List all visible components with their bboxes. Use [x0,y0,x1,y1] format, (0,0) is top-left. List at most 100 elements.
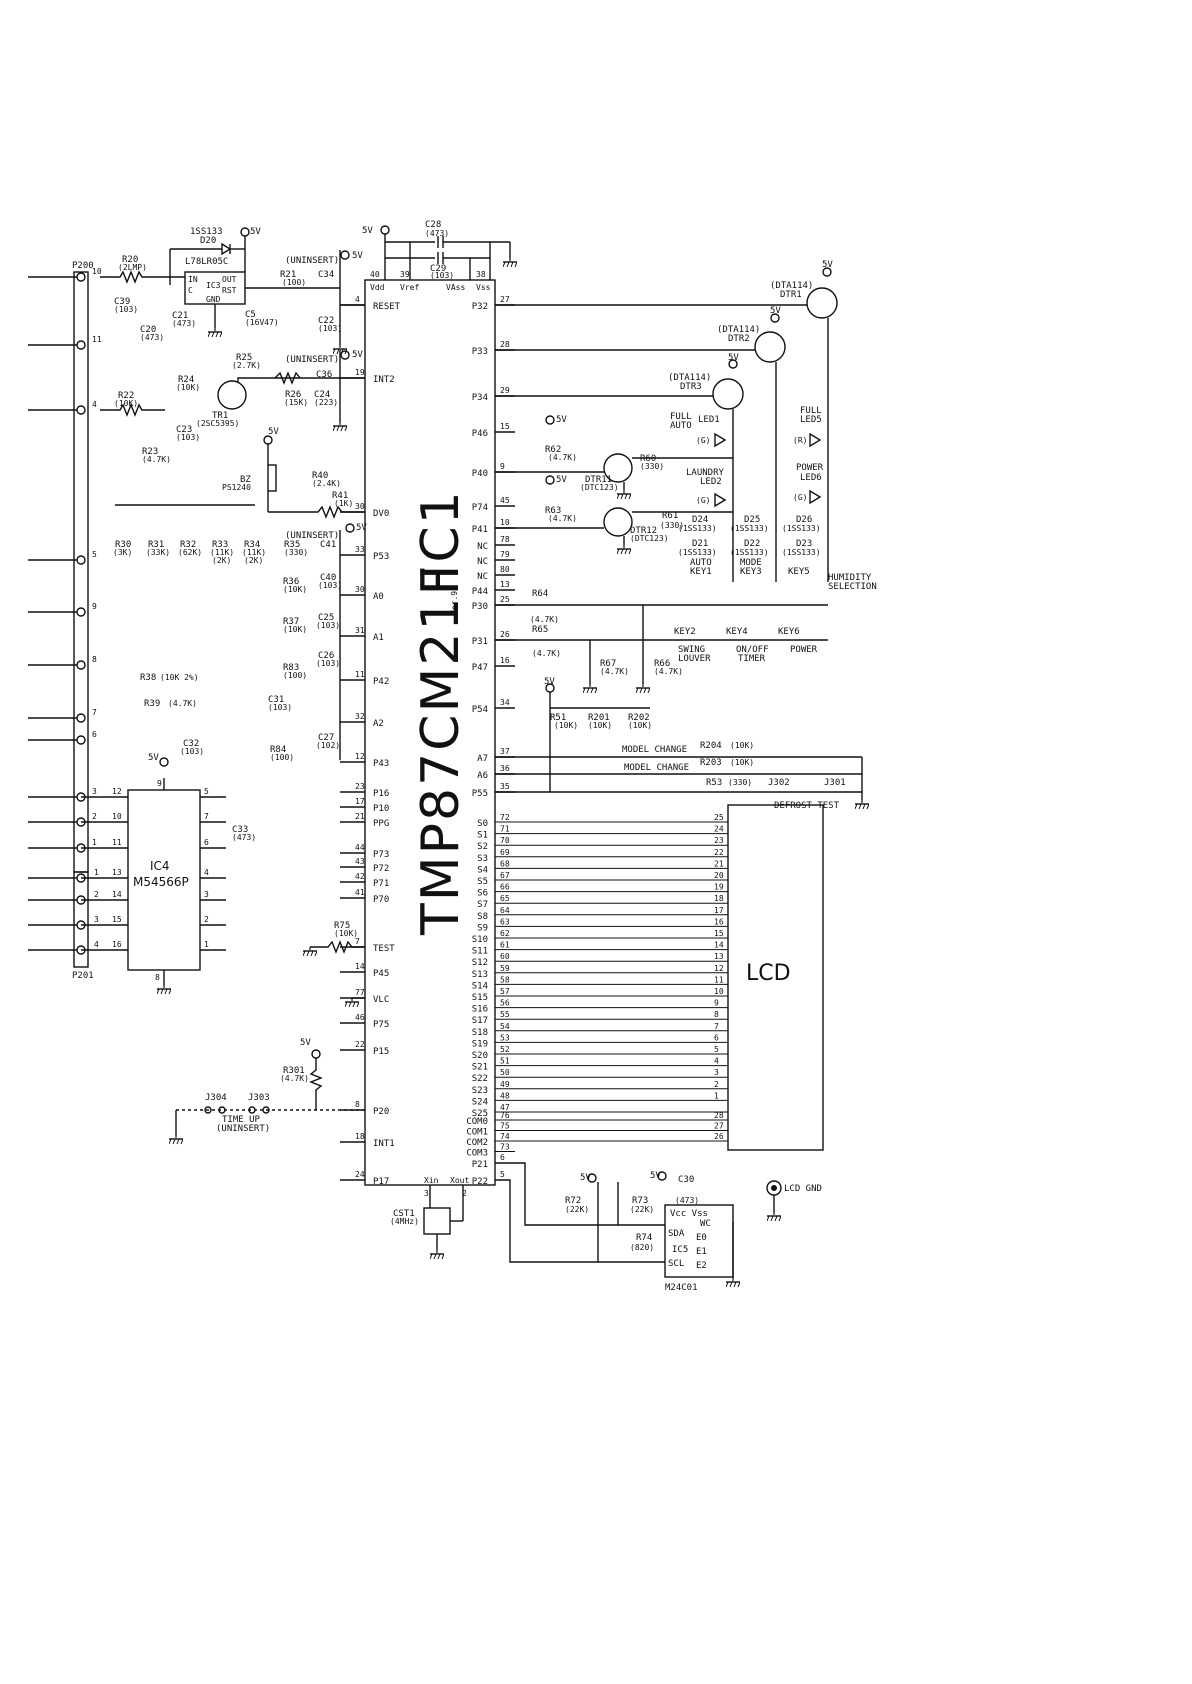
mcu-pin-name: P70 [373,895,389,905]
xout-label: Xout [450,1176,469,1185]
mcu-pin-number: 67 [500,871,510,880]
lcd-pin-number: 10 [714,987,724,996]
ic4-pin-number: 10 [112,812,122,821]
mcu-pin-name: A2 [373,719,384,729]
mcu-pin-number: 78 [500,535,510,544]
ic4-ref: IC4 [150,859,170,873]
p200-label: P200 [72,261,94,271]
timer-label: TIMER [738,654,766,664]
mcu-pin-name: P53 [373,552,389,562]
p200-pin-number: 3 [92,787,97,796]
mcu-pin-number: 11 [355,670,365,679]
dtr2-transistor [754,331,786,363]
c29-ref: C29 [430,264,446,274]
mcu-pin-name: TEST [373,944,395,954]
mcu-pin-number: 26 [500,630,510,639]
mcu-pin-name: S10 [472,935,488,945]
mcu-pin-number: 29 [500,386,510,395]
power-label: POWER [790,645,818,655]
mcu-pin-number: 77 [355,988,365,997]
r65-ref: R65 [532,625,548,635]
ic4-pin-number: 13 [112,868,122,877]
mcu-pin-number: 5 [500,1170,505,1179]
r25-value: (2.7K) [232,361,261,370]
selection-label: SELECTION [828,582,877,592]
r36-value: (10K) [283,585,307,594]
regulator-ic3: IN OUT C IC3 RST GND L78LR05C 1SS133 D20… [169,227,340,338]
mcu-pin-name: S22 [472,1074,488,1084]
louver-label: LOUVER [678,654,711,664]
p200-pin-number: 5 [92,550,97,559]
mcu-pin-name: A1 [373,633,384,643]
dtr2-ref: DTR2 [728,334,750,344]
dtr11-transistor [603,453,633,483]
j301-ref: J301 [824,778,846,788]
ic4-pin-number: 14 [112,890,122,899]
lcd-pin-number: 9 [714,999,719,1008]
ic4-part: M54566P [133,875,189,889]
mcu-pin-name: P55 [472,789,488,799]
ground-symbol [208,328,222,338]
r74-ref: R74 [636,1233,652,1243]
ground-symbol [583,684,597,694]
mcu-pin-name: Vref [400,283,419,292]
r301-value: (4.7K) [280,1074,309,1083]
mcu-pin-number: 48 [500,1091,510,1100]
dtr1-ref: DTR1 [780,290,802,300]
mcu-pin-number: 40 [370,270,380,279]
supply-label: 5V [300,1038,311,1048]
lcd-label: LCD [746,961,791,986]
mcu-pin-number: 34 [500,698,510,707]
mcu-pin-name: A0 [373,592,384,602]
ground-symbol [345,998,359,1008]
c28-ref: C28 [425,220,441,230]
p200-pin [76,555,86,565]
mcu-pin-name: S2 [477,842,488,852]
r201-value: (10K) [588,721,612,730]
r38-value: (10K 2%) [160,673,199,682]
r22-value: (10K) [114,399,138,408]
c27-value: (102) [316,741,340,750]
ground-symbol [169,1135,183,1145]
mcu-pin-number: 45 [500,496,510,505]
tr1-ref: TR1 [212,411,228,421]
xtal-pin3: 3 [424,1189,429,1198]
mcu-pin-name: NC [477,557,488,567]
ic4-pin-number: 11 [112,838,122,847]
led5 [809,432,822,448]
r63-ref: R63 [545,506,561,516]
mcu-pin-number: 54 [500,1022,510,1031]
mcu-pin-name: COM1 [466,1128,488,1138]
mcu-pin-number: 66 [500,883,510,892]
dtr3-transistor [712,378,744,410]
r21-ref: R21 [280,270,296,280]
p200-pin [76,713,86,723]
ic4-gnd-pin: 8 [155,973,160,982]
p200-pin-number: 7 [92,708,97,717]
mcu-pin-name: PPG [373,819,389,829]
cst1-value: (4MHz) [390,1217,419,1226]
dtr11-ref: DTR11 [585,475,612,485]
mcu-pin-name: S24 [472,1097,488,1107]
ground-symbol [726,1278,740,1288]
mcu-pin-number: 47 [500,1103,510,1112]
key3-ref: KEY3 [740,567,762,577]
c28-value: (473) [425,229,449,238]
r38-ref: R38 [140,673,156,683]
c41-ref: C41 [320,540,336,550]
mcu-pin-number: 68 [500,859,510,868]
r202-value: (10K) [628,721,652,730]
mcu-pin-number: 46 [355,1013,365,1022]
mcu-pin-number: 12 [355,752,365,761]
j304-ref: J304 [205,1093,227,1103]
key6-ref: KEY6 [778,627,800,637]
ic4-pin-number: 12 [112,787,122,796]
r24-ref: R24 [178,375,194,385]
r41-resistor [300,505,365,519]
r26-resistor [274,371,301,385]
ic5-ref: IC5 [672,1245,688,1255]
r30-value: (3K) [113,548,132,557]
